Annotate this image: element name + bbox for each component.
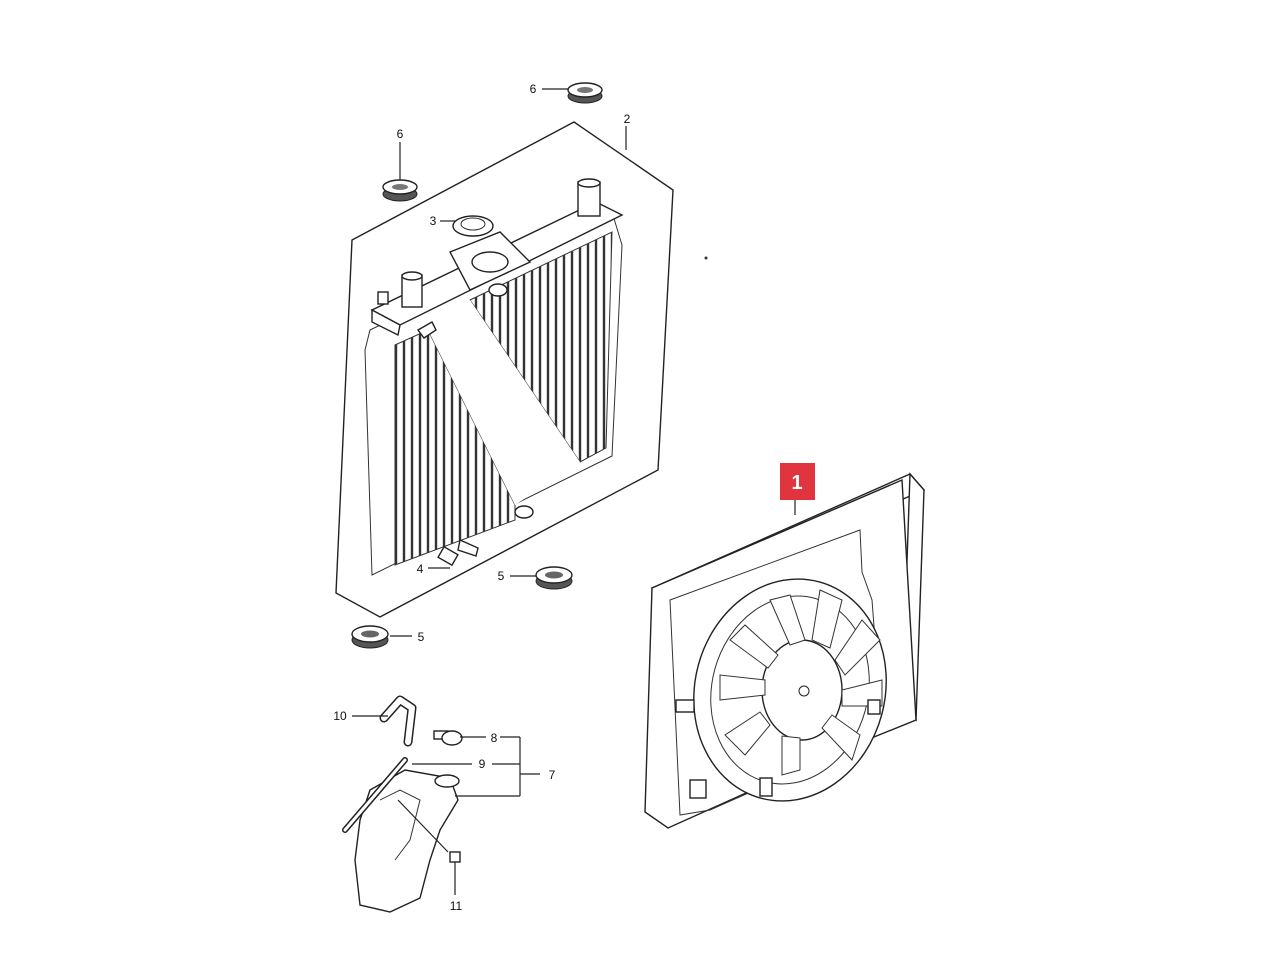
callout-6-left: 6 xyxy=(397,127,404,141)
radiator-cap xyxy=(452,215,494,237)
callout-9: 9 xyxy=(479,757,486,771)
callout-8: 8 xyxy=(491,731,498,745)
callout-10: 10 xyxy=(333,709,347,723)
fan-shroud xyxy=(644,472,926,829)
reservoir-tank xyxy=(354,769,460,913)
leader-lines xyxy=(352,88,796,895)
callouts: 1 2 3 4 5 5 6 6 7 8 9 10 11 xyxy=(333,82,815,913)
callout-7: 7 xyxy=(549,768,556,782)
top-grommet-upper xyxy=(567,82,603,104)
callout-4: 4 xyxy=(417,562,424,576)
radiator xyxy=(335,121,674,618)
hose xyxy=(379,695,417,747)
callout-6-upper: 6 xyxy=(530,82,537,96)
callout-5-right: 5 xyxy=(498,569,505,583)
fan-blades xyxy=(719,589,883,776)
callout-5-left: 5 xyxy=(418,630,425,644)
bolt xyxy=(449,851,461,868)
reservoir-cap xyxy=(433,730,463,746)
callout-2: 2 xyxy=(624,112,631,126)
callout-11: 11 xyxy=(450,899,463,913)
overflow-hose xyxy=(342,757,408,833)
top-grommet-left xyxy=(382,179,418,202)
callout-3: 3 xyxy=(430,214,437,228)
bottom-grommet-right xyxy=(535,566,573,590)
callout-1: 1 xyxy=(791,472,802,494)
bottom-grommet-left xyxy=(351,625,389,649)
drain-plug xyxy=(437,545,459,567)
callout-1-badge xyxy=(780,463,815,500)
